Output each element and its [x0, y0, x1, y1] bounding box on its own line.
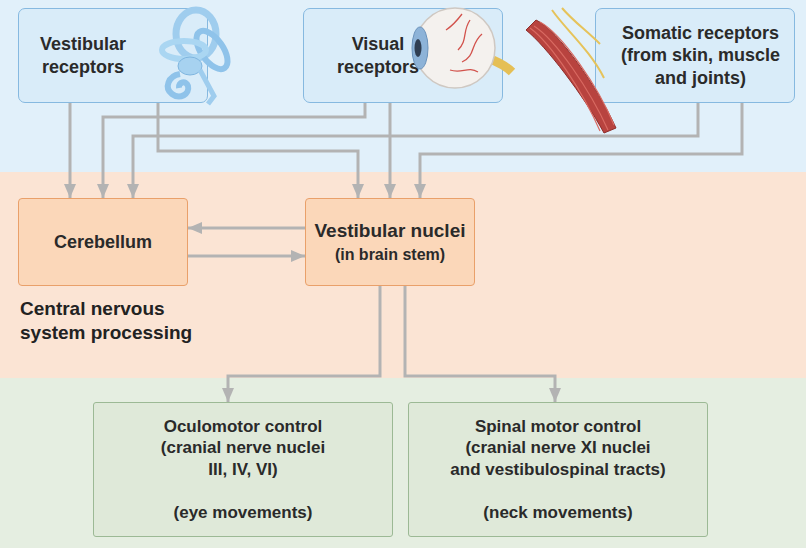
process-box: Cerebellum [18, 198, 188, 286]
box-text: Oculomotor control (cranial nerve nuclei… [156, 416, 331, 480]
section-label: Central nervous system processing [20, 297, 210, 345]
box-text: Spinal motor control (cranial nerve XI n… [449, 416, 667, 480]
semicircular-canal [190, 26, 233, 75]
eye-illustration [412, 8, 512, 88]
optic-nerve [488, 58, 512, 72]
process-box: Spinal motor control (cranial nerve XI n… [408, 402, 708, 537]
processing-band [0, 172, 806, 378]
process-box: Vestibular receptors [18, 8, 208, 103]
process-box: Visual receptors [303, 8, 503, 103]
box-text: (neck movements) [483, 502, 632, 523]
muscle-illustration [526, 8, 616, 133]
semicircular-canal [176, 10, 216, 58]
vestibule [178, 57, 202, 75]
flow-arrow [69, 103, 72, 198]
flow-arrow [420, 103, 742, 198]
pupil [415, 39, 422, 57]
box-text: Visual receptors [324, 33, 432, 78]
box-text: Vestibular receptors [24, 33, 142, 78]
flow-arrow [158, 103, 358, 198]
box-text: (eye movements) [174, 502, 313, 523]
nerve-fiber [552, 8, 604, 78]
box-text: (in brain stem) [335, 245, 445, 265]
flow-arrow [228, 286, 380, 402]
muscle [526, 20, 616, 133]
flow-arrow [188, 227, 305, 230]
inner-ear-illustration [162, 10, 234, 104]
motor-band [0, 378, 806, 548]
flow-arrow [133, 103, 698, 198]
iris [412, 27, 428, 69]
semicircular-canal [162, 41, 206, 59]
vestibular-nerve [200, 70, 214, 104]
flow-arrow [188, 255, 305, 258]
flow-arrow [389, 103, 392, 198]
receptor-band [0, 0, 806, 172]
process-box: Somatic receptors (from skin, muscle and… [595, 8, 795, 103]
box-text: Vestibular nuclei [315, 219, 466, 243]
muscle-fiber [530, 22, 614, 131]
flow-arrow [103, 103, 365, 198]
blood-vessel [446, 14, 482, 72]
eyeball [415, 8, 495, 88]
flow-arrow [405, 286, 555, 402]
cochlea [168, 74, 188, 96]
process-box: Vestibular nuclei(in brain stem) [305, 198, 475, 286]
box-text: Somatic receptors (from skin, muscle and… [614, 22, 787, 90]
box-text: Cerebellum [54, 231, 152, 254]
process-box: Oculomotor control (cranial nerve nuclei… [93, 402, 393, 537]
